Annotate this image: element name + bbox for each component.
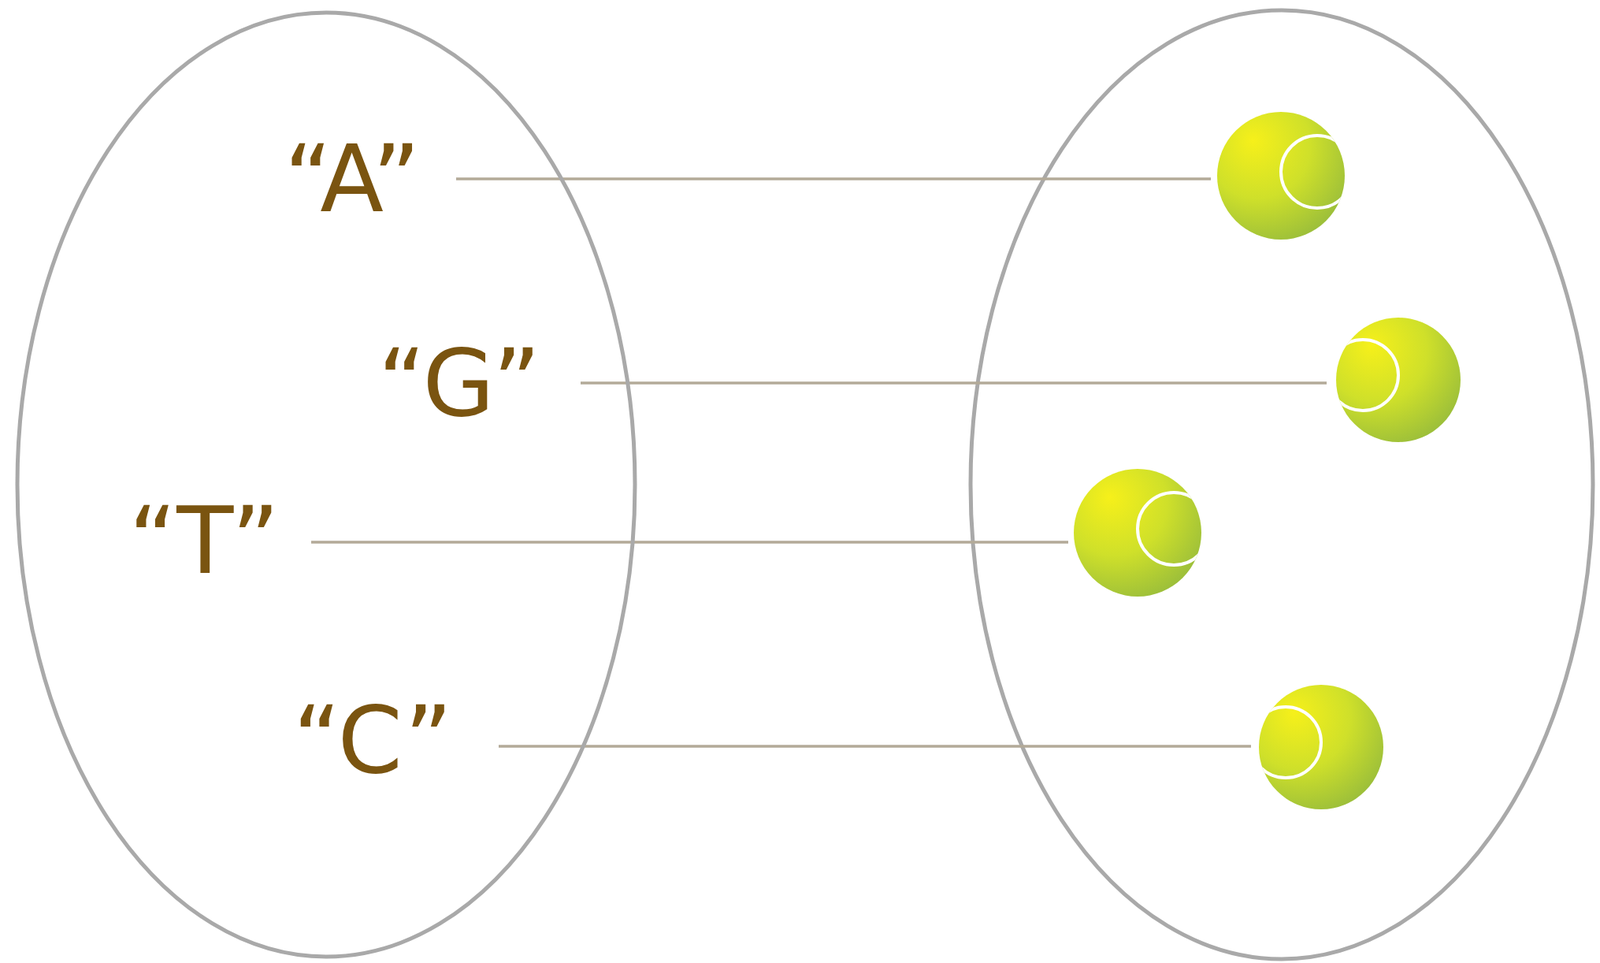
element-label: “G” [378,336,542,430]
tennis-ball [1217,111,1354,240]
domain-ellipse: “A” “G” “T” “C” [14,10,638,959]
element-label: “C” [293,693,453,787]
ellipse-outline [17,12,635,957]
mapping-line [456,177,1211,181]
mapping-line [580,381,1327,385]
codomain-ellipse [970,10,1593,959]
mapping-line [311,540,1069,544]
mapping-line [498,744,1252,748]
element-label: “T” [128,493,280,587]
tennis-ball [1327,317,1461,442]
tennis-ball [1073,468,1211,597]
element-label: “A” [283,132,420,226]
tennis-ball [1250,684,1384,810]
